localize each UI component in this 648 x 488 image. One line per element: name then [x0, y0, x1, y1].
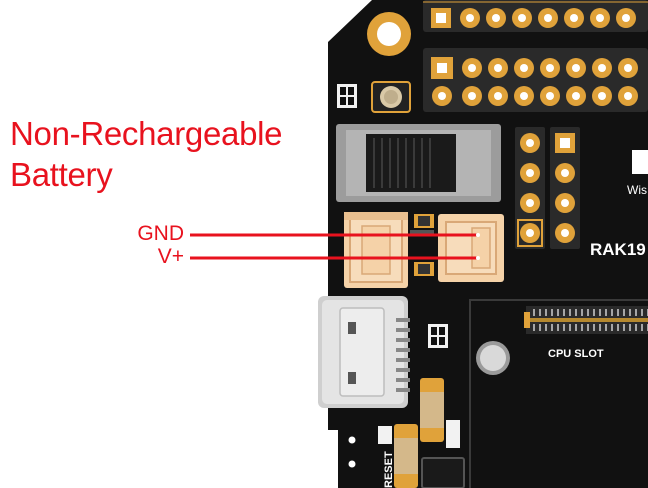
capacitor-right — [420, 378, 444, 442]
vplus-label: V+ — [157, 245, 184, 268]
pin-header-vertical — [515, 127, 580, 249]
usb-c-connector — [318, 296, 410, 408]
smd-part-small — [446, 420, 460, 448]
slide-switch — [336, 124, 501, 202]
tactile-button — [371, 81, 411, 113]
led-dot-1 — [348, 436, 356, 444]
led-dot-2 — [348, 460, 356, 468]
board-model-label: RAK19 — [590, 240, 646, 259]
capacitor-left — [394, 424, 418, 488]
reset-label: RESET — [383, 451, 395, 488]
gnd-label: GND — [137, 222, 184, 245]
battery-connector-left — [344, 212, 408, 288]
vplus-wire — [190, 256, 480, 260]
mounting-hole-middle — [476, 341, 510, 375]
mounting-hole-top — [367, 12, 411, 56]
battery-title-line-2: Battery — [10, 156, 113, 193]
battery-title-line-1: Non-Rechargeable — [10, 115, 283, 152]
smd-pads-lower — [428, 324, 448, 348]
reset-notch — [328, 430, 338, 488]
smd-components-middle — [410, 214, 434, 276]
ic-chip — [421, 457, 465, 488]
cpu-slot-label: CPU SLOT — [548, 348, 604, 360]
wisblock-logo: Wis — [627, 150, 648, 197]
pin-header-top — [423, 0, 648, 32]
cpu-slot: CPU SLOT — [469, 299, 648, 488]
wisblock-label: Wis — [627, 183, 647, 197]
gnd-wire — [190, 233, 480, 237]
battery-connector-right — [438, 214, 504, 282]
reset-button-pad — [378, 426, 392, 444]
pin-header-middle — [423, 48, 648, 112]
smd-pads-top — [337, 84, 357, 108]
